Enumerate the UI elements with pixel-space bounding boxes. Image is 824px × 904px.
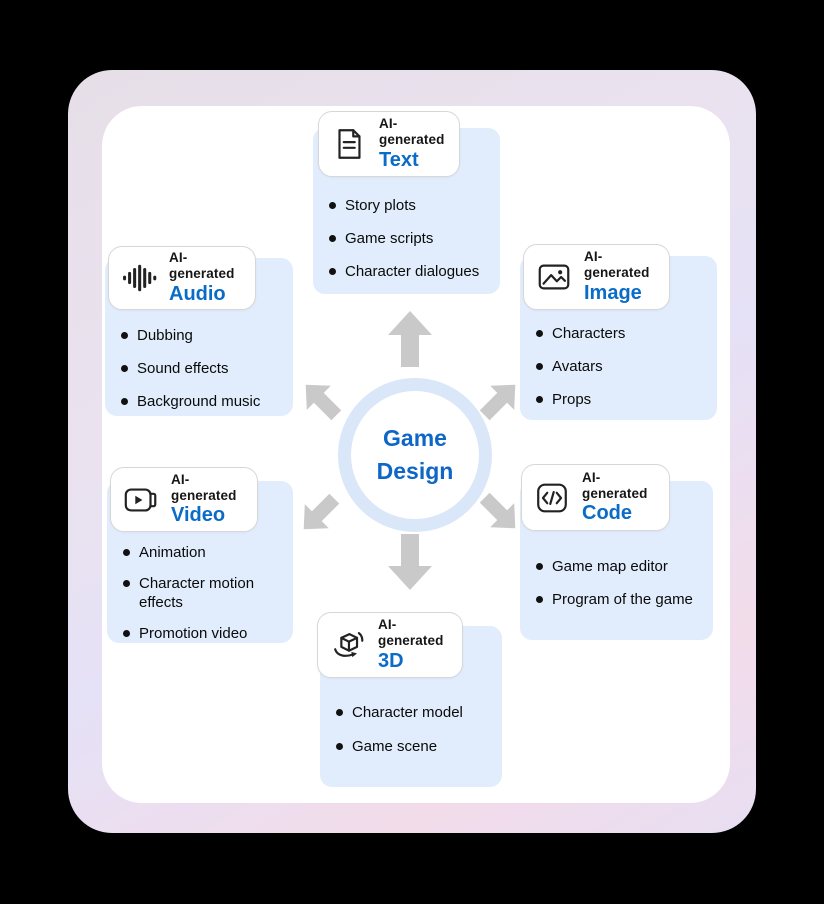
audio-header-card: AI-generated Audio	[108, 246, 256, 310]
arrow-up-icon	[388, 311, 432, 367]
ai-generated-label: AI-generated	[379, 116, 445, 147]
list-item-label: Sound effects	[137, 360, 229, 377]
arrow-lower-right-icon	[479, 492, 516, 529]
list-item-label: Character dialogues	[345, 263, 480, 280]
list-item-label: Animation	[139, 544, 206, 561]
arrow-upper-right-icon	[479, 384, 516, 421]
bullet-dot	[121, 365, 128, 372]
code-icon	[532, 479, 572, 517]
bullet-dot	[536, 396, 543, 403]
list-item: Character model	[336, 703, 494, 722]
bullet-dot	[329, 268, 336, 275]
list-item: Program of the game	[536, 590, 705, 609]
center-title-line1: Game	[383, 425, 447, 452]
list-item: Animation	[123, 543, 285, 562]
bullet-dot	[329, 202, 336, 209]
category-label-3d: 3D	[378, 649, 404, 672]
list-item-label: Game scripts	[345, 230, 434, 247]
bullet-dot	[536, 596, 543, 603]
category-label-video: Video	[171, 504, 226, 527]
list-item: Game scripts	[329, 229, 492, 248]
bullet-dot	[123, 630, 130, 637]
category-label-text: Text	[379, 148, 419, 171]
list-item: Avatars	[536, 357, 709, 376]
code-header-card: AI-generated Code	[521, 464, 670, 531]
list-item-label: Promotion video	[139, 625, 248, 642]
ai-generated-label: AI-generated	[169, 250, 235, 281]
image-icon	[534, 258, 574, 296]
list-item: Dubbing	[121, 326, 285, 345]
list-item: Props	[536, 390, 709, 409]
video-camera-icon	[121, 481, 161, 519]
bullet-dot	[329, 235, 336, 242]
arrow-lower-left-icon	[303, 493, 340, 530]
document-icon	[329, 125, 369, 163]
list-item: Game scene	[336, 737, 494, 756]
list-item: Background music	[121, 392, 285, 411]
list-item-label: Dubbing	[137, 327, 193, 344]
list-item: Character dialogues	[329, 262, 492, 281]
bullet-dot	[123, 549, 130, 556]
bullet-dot	[336, 743, 343, 750]
video-header-card: AI-generated Video	[110, 467, 258, 532]
arrow-down-icon	[388, 534, 432, 590]
list-item-label: Story plots	[345, 197, 416, 214]
bullet-dot	[536, 563, 543, 570]
list-item-label: Game scene	[352, 738, 438, 755]
category-label-code: Code	[582, 502, 632, 525]
list-item-label: Game map editor	[552, 558, 668, 575]
list-item-label: Props	[552, 391, 592, 408]
3d-header-card: AI-generated 3D	[317, 612, 463, 678]
audio-waveform-icon	[119, 259, 159, 297]
ai-generated-label: AI-generated	[171, 471, 237, 503]
3d-cube-icon	[328, 626, 368, 664]
ai-generated-label: AI-generated	[584, 249, 650, 280]
list-item-label: Avatars	[552, 358, 603, 375]
list-item: Story plots	[329, 196, 492, 215]
bullet-dot	[536, 330, 543, 337]
list-item-label: Character model	[352, 704, 463, 721]
list-item-label: Character motion effects	[139, 575, 255, 611]
category-label-audio: Audio	[169, 282, 226, 305]
text-header-card: AI-generated Text	[318, 111, 460, 177]
bullet-dot	[121, 332, 128, 339]
bullet-dot	[536, 363, 543, 370]
category-label-image: Image	[584, 281, 642, 304]
bullet-dot	[121, 398, 128, 405]
list-item-label: Program of the game	[552, 591, 693, 608]
game-design-circle: Game Design	[338, 378, 492, 532]
bullet-dot	[336, 709, 343, 716]
arrow-upper-left-icon	[305, 384, 342, 421]
center-title-line2: Design	[376, 458, 454, 484]
list-item-label: Characters	[552, 325, 626, 342]
image-header-card: AI-generated Image	[523, 244, 670, 310]
list-item: Promotion video	[123, 624, 285, 643]
diagram-canvas: AI-generated Text Story plots Game scrip…	[102, 106, 730, 803]
list-item-label: Background music	[137, 393, 261, 410]
list-item: Characters	[536, 324, 709, 343]
ai-generated-label: AI-generated	[582, 469, 648, 501]
bullet-dot	[123, 580, 130, 587]
gradient-frame: AI-generated Text Story plots Game scrip…	[68, 70, 756, 833]
list-item: Sound effects	[121, 359, 285, 378]
ai-generated-label: AI-generated	[378, 617, 444, 648]
list-item: Game map editor	[536, 557, 705, 576]
list-item: Character motion effects	[123, 574, 283, 612]
